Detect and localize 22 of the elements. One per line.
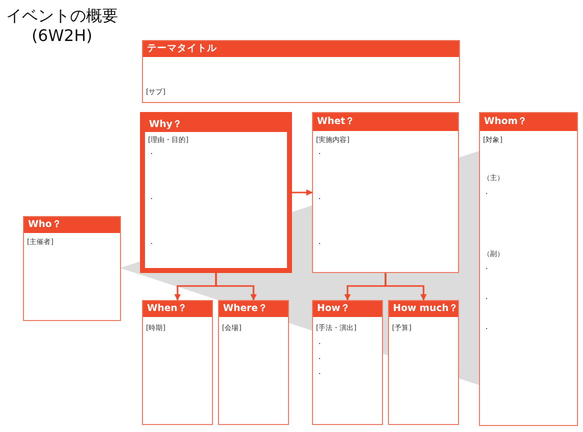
title: イベントの概要(6W2H) <box>5 6 119 46</box>
arrow <box>215 273 257 301</box>
form-card <box>312 300 383 425</box>
card-heading: Why？ <box>145 117 287 132</box>
form-card <box>388 300 459 425</box>
card-heading: How much？ <box>389 301 458 316</box>
arrow <box>292 189 313 196</box>
card-heading: Whom？ <box>480 113 577 130</box>
form-card <box>140 112 292 273</box>
card-heading: Where？ <box>219 301 288 316</box>
card-heading: Who？ <box>24 217 120 232</box>
card-heading: テーマタイトル <box>143 41 459 56</box>
form-card <box>142 40 460 103</box>
form-card <box>218 300 289 425</box>
card-heading: Whet？ <box>313 113 458 130</box>
form-card <box>312 112 459 273</box>
form-card <box>142 300 213 425</box>
card-heading: When？ <box>143 301 212 316</box>
form-card <box>479 112 578 426</box>
card-heading: How？ <box>313 301 382 316</box>
form-card <box>23 216 121 321</box>
arrow <box>384 273 427 301</box>
